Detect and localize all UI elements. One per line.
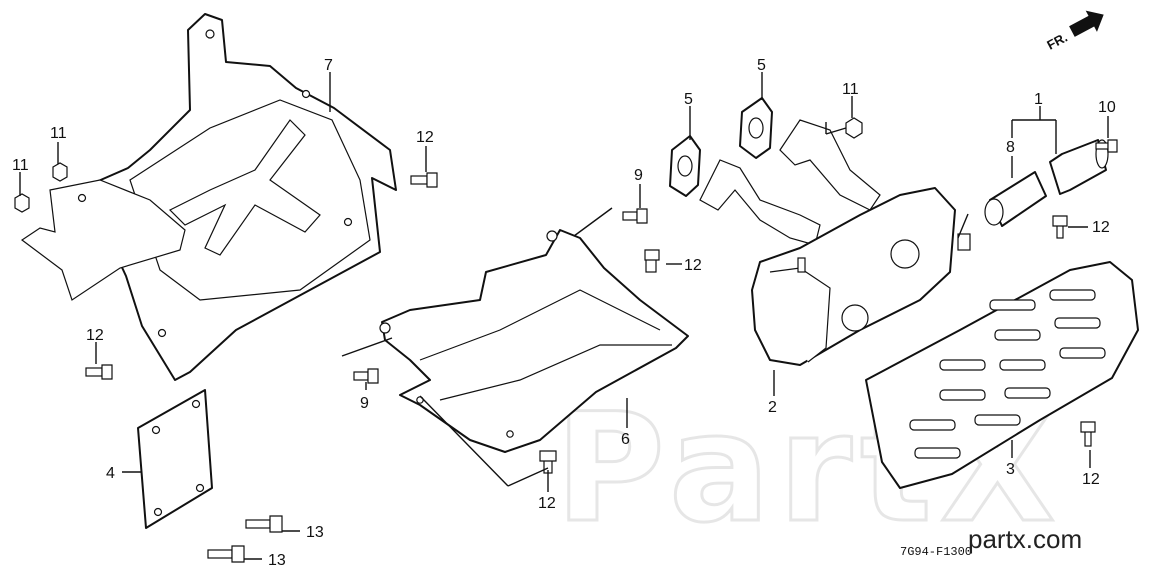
- callout-8: 8: [1006, 139, 1015, 156]
- bolt-12-f: [1080, 421, 1096, 447]
- callout-12-c: 12: [684, 257, 702, 274]
- callout-11-a: 11: [50, 125, 67, 142]
- callout-13-b: 13: [268, 552, 286, 569]
- callout-12-b: 12: [86, 327, 104, 344]
- callout-11-b: 11: [12, 157, 29, 174]
- callout-12-d: 12: [538, 495, 556, 512]
- callout-7: 7: [324, 57, 333, 74]
- callout-3: 3: [1006, 461, 1015, 478]
- front-label: FR.: [1044, 30, 1070, 53]
- callout-9-b: 9: [360, 395, 369, 412]
- diagram-code: 7G94-F1300: [900, 545, 972, 559]
- bolt-12-d: [539, 450, 557, 474]
- watermark-site: partx.com: [968, 524, 1082, 554]
- callout-11-c: 11: [842, 81, 859, 98]
- callout-5-a: 5: [684, 91, 693, 108]
- callout-12-f: 12: [1082, 471, 1100, 488]
- fasteners: [14, 117, 1118, 563]
- callout-4: 4: [106, 465, 115, 482]
- bolt-12-a: [410, 172, 438, 188]
- callout-2: 2: [768, 399, 777, 416]
- callout-labels: 7 11 11 12 12 4 13 13 9 12 9 6 12 5 5 11…: [12, 57, 1116, 569]
- callout-9-a: 9: [634, 167, 643, 184]
- callout-5-b: 5: [757, 57, 766, 74]
- callout-12-a: 12: [416, 129, 434, 146]
- callout-1: 1: [1034, 91, 1043, 108]
- bolt-13-b: [207, 545, 245, 563]
- part-8-spark-arrester: [984, 171, 1047, 227]
- part-7-heat-shield-bracket: [20, 13, 397, 381]
- nut-11-center-left: [52, 162, 68, 182]
- leader-lines: [19, 72, 1109, 560]
- part-4-plate: [137, 389, 213, 529]
- bolt-9-a: [622, 208, 648, 224]
- callout-6: 6: [621, 431, 630, 448]
- front-direction-indicator: FR.: [1044, 10, 1104, 53]
- part-3-muffler-protector: [865, 261, 1139, 489]
- callout-13-a: 13: [306, 524, 324, 541]
- nut-11-left: [14, 193, 30, 213]
- part-2-muffler: [699, 119, 971, 366]
- part-6-heat-shield: [379, 229, 689, 453]
- bolt-12-e: [1052, 215, 1068, 239]
- front-arrow-icon: [1069, 10, 1104, 37]
- bolt-12-c: [644, 249, 660, 273]
- bolt-9-b: [353, 368, 379, 384]
- callout-10: 10: [1098, 99, 1116, 116]
- nut-11-right: [845, 117, 863, 139]
- callout-12-e: 12: [1092, 219, 1110, 236]
- bolt-13-a: [245, 515, 283, 533]
- bolt-10: [1095, 139, 1118, 153]
- bolt-12-b: [85, 364, 113, 380]
